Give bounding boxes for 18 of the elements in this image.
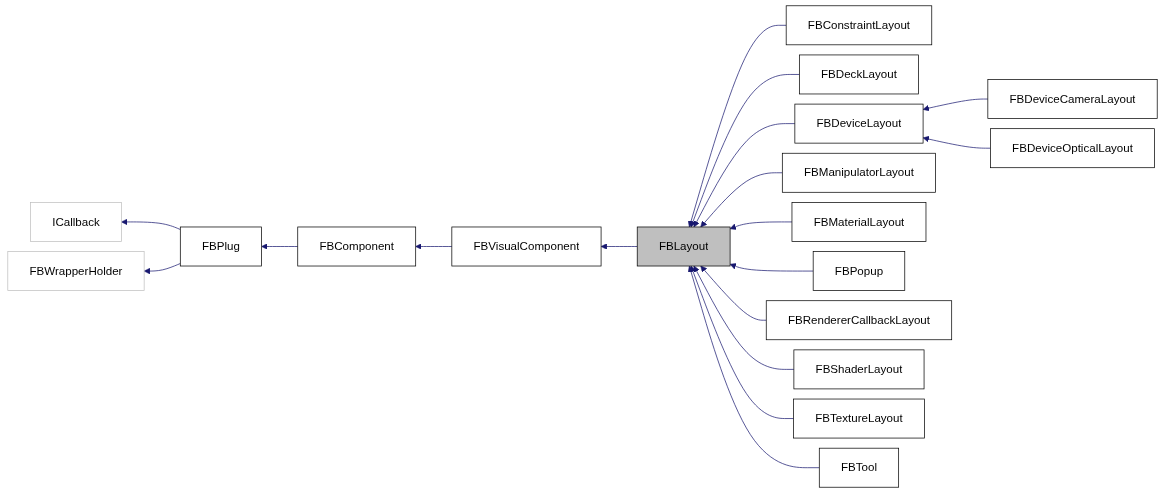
node-box: FBPopup: [812, 251, 906, 291]
node-box: FBRendererCallbackLayout: [765, 300, 953, 341]
node-box: FBDeviceLayout: [794, 103, 924, 144]
node-box: ICallback: [30, 202, 122, 242]
node-box: FBPlug: [179, 226, 262, 267]
node-box: FBVisualComponent: [451, 226, 602, 267]
node-box: FBWrapperHolder: [7, 251, 145, 291]
node-box: FBTextureLayout: [793, 398, 925, 439]
node-box: FBComponent: [297, 226, 417, 267]
node-box: FBManipulatorLayout: [781, 152, 936, 193]
node-box: FBDeviceOpticalLayout: [990, 128, 1155, 169]
node-box: FBLayout: [636, 226, 731, 267]
node-box: FBShaderLayout: [793, 349, 925, 390]
node-box: FBMaterialLayout: [791, 202, 927, 242]
node-box: FBDeckLayout: [799, 54, 919, 95]
node-box: FBConstraintLayout: [785, 5, 933, 46]
node-box: FBTool: [818, 447, 899, 488]
node-box: FBDeviceCameraLayout: [987, 79, 1158, 119]
